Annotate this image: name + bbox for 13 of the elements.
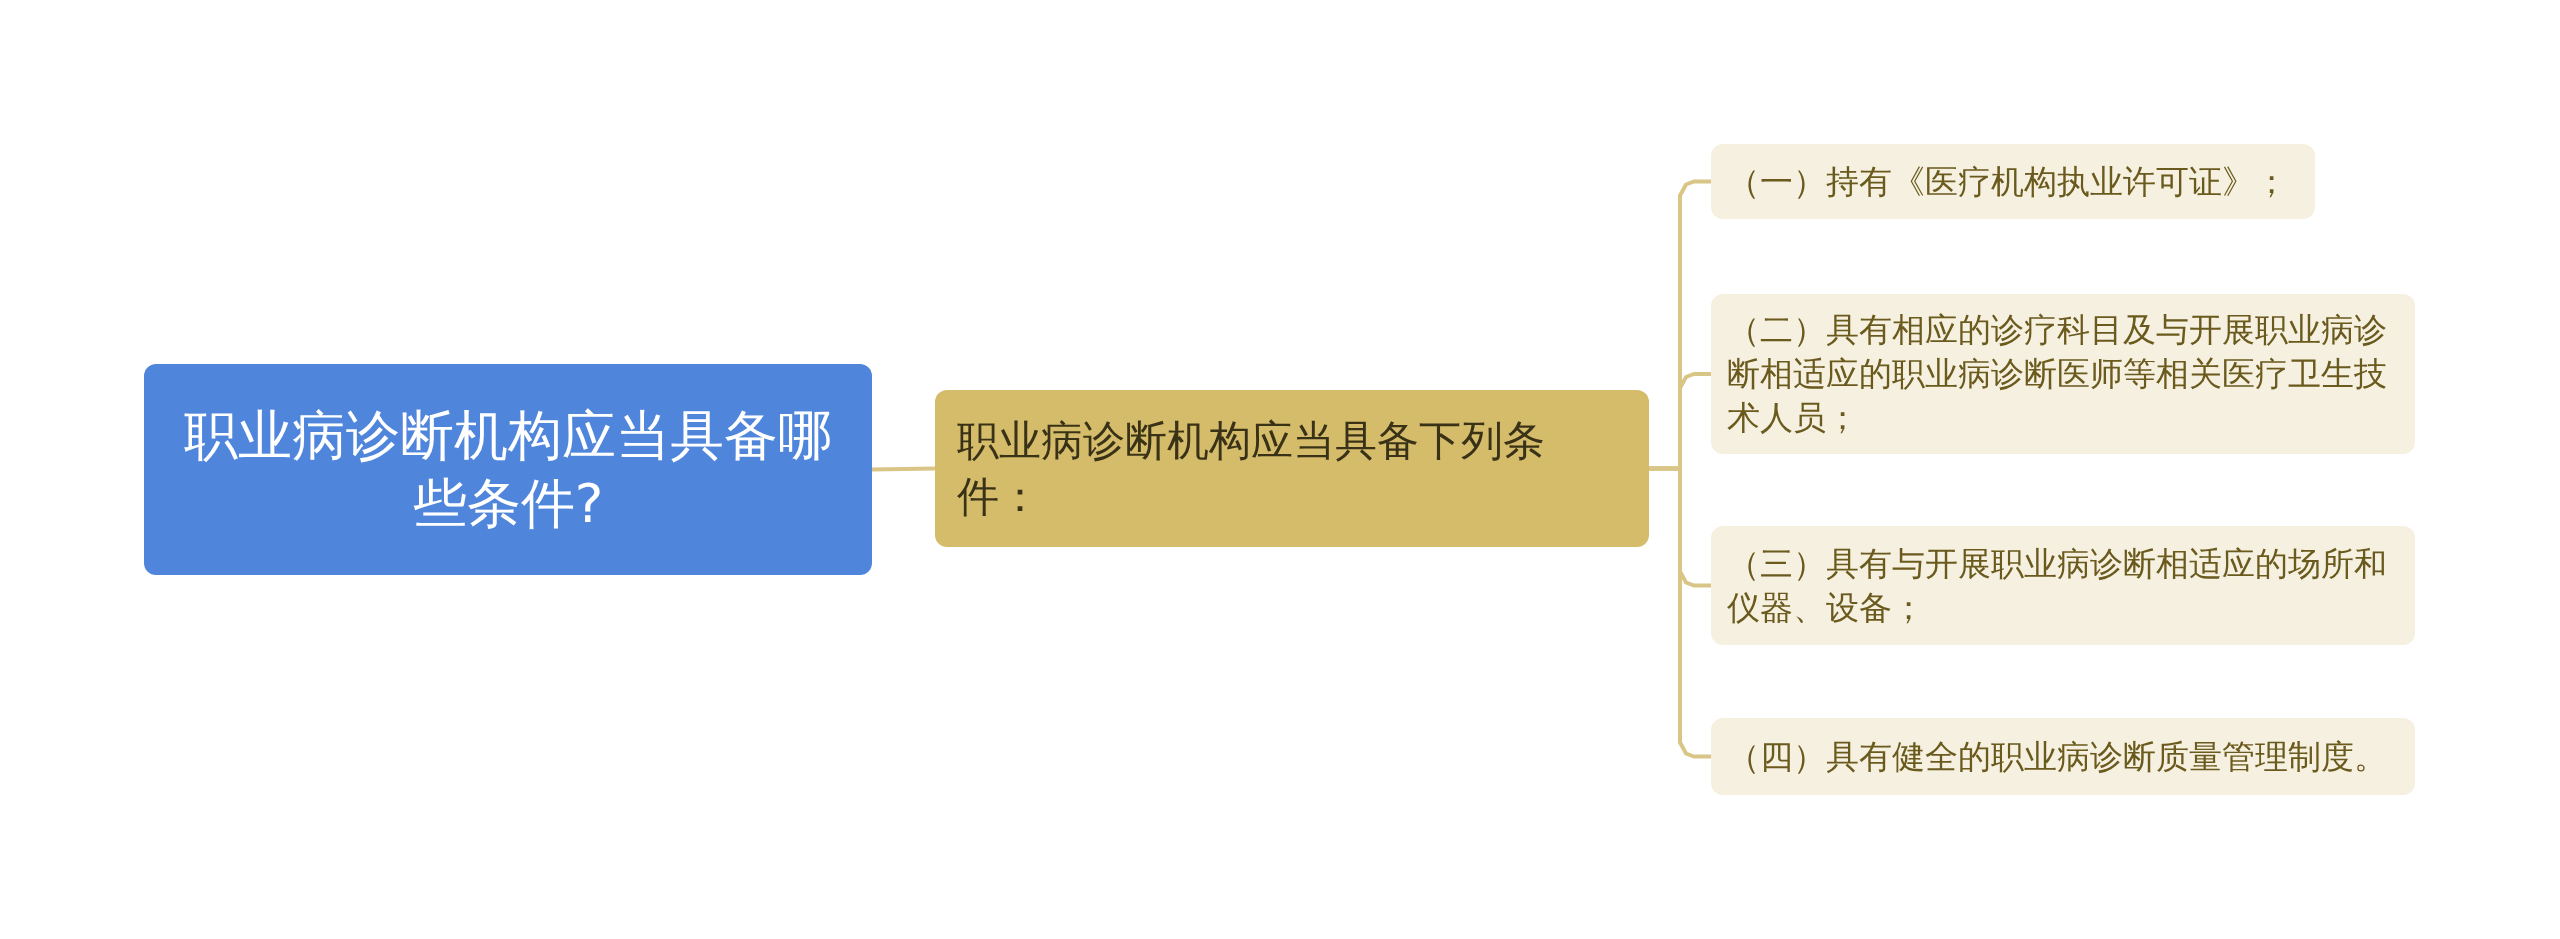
item-box [1711, 718, 2415, 795]
item-box [1711, 526, 2415, 645]
node-text: 职业病诊断机构应当具备下列条件： [957, 414, 1546, 523]
node-text: （四）具有健全的职业病诊断质量管理制度。 [1727, 735, 2387, 778]
node-text: （一）持有《医疗机构执业许可证》； [1727, 160, 2288, 203]
node-text: （二）具有相应的诊疗科目及与开展职业病诊断相适应的职业病诊断医师等相关医疗卫生技术人员； [1727, 309, 2388, 439]
node-text: 职业病诊断机构应当具备哪些条件? [183, 402, 833, 537]
node-text: （三）具有与开展职业病诊断相适应的场所和仪器、设备； [1727, 542, 2388, 629]
topic-box [144, 364, 872, 575]
subtopic-box [935, 390, 1649, 547]
item-box [1711, 144, 2315, 219]
connector-line [871, 466, 936, 472]
item-box [1711, 294, 2415, 454]
